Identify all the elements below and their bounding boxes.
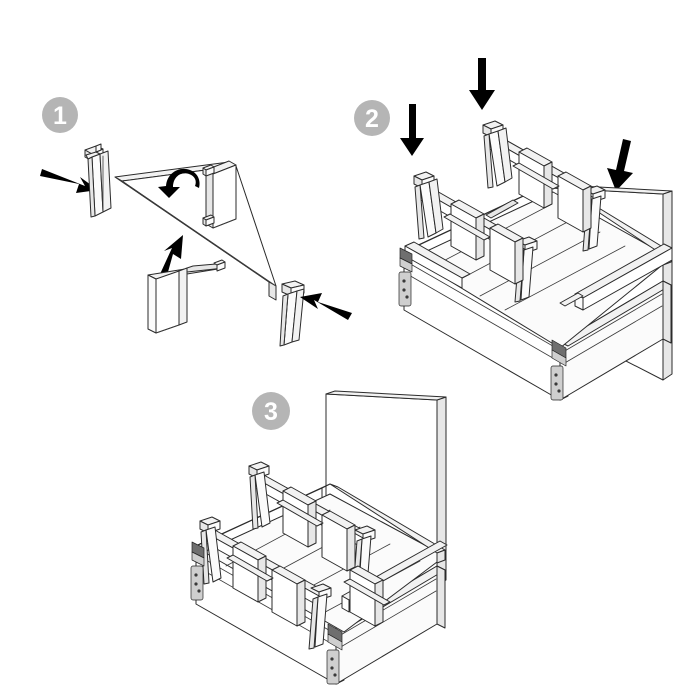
- step-3-badge-circle: [252, 392, 290, 430]
- step-3-badge-number: 3: [264, 398, 278, 426]
- short-divider-panel-lower: [147, 259, 226, 334]
- divider-clip-right: [279, 280, 305, 347]
- drawer-runner-left: [404, 241, 471, 289]
- drop-arrow-1: [469, 58, 495, 110]
- step-2-group: 2: [354, 58, 673, 401]
- step-3-group: 3: [190, 390, 448, 685]
- step-1-group: 1: [40, 97, 352, 347]
- step-1-badge: 1: [42, 97, 78, 133]
- insert-arrow-left: [40, 169, 98, 193]
- drop-arrow-2: [400, 104, 424, 156]
- front-fixing-bracket: [398, 247, 567, 401]
- step-1-badge-circle: [42, 97, 78, 133]
- step-2-badge: 2: [354, 100, 390, 136]
- divider-clip-left: [84, 143, 112, 218]
- short-divider-panel-upper: [202, 160, 237, 229]
- insert-arrow-right: [300, 293, 352, 320]
- rotate-arrow-upper: [158, 168, 200, 198]
- step-2-badge-number: 2: [365, 105, 379, 133]
- drop-arrow-4: [607, 139, 633, 191]
- step-3-badge: 3: [252, 392, 290, 430]
- divider-assembly-front: [413, 171, 538, 303]
- divider-assembly-rear: [482, 120, 606, 252]
- drawer-runner-right: [559, 243, 673, 311]
- step-1-badge-number: 1: [53, 102, 67, 130]
- step-2-badge-circle: [354, 100, 390, 136]
- front-fixing-bracket: [190, 541, 343, 685]
- divider-grid-assembled: [199, 461, 448, 650]
